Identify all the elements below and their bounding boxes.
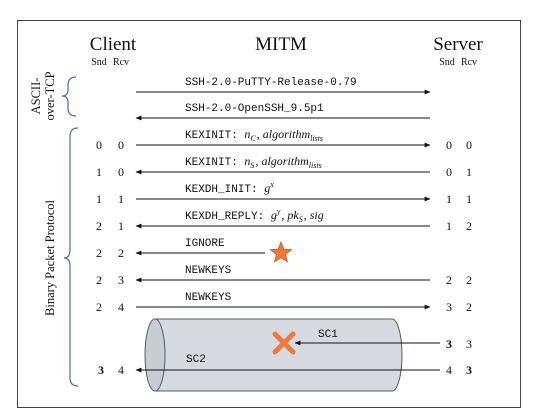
sc2-server-rcv: 3 xyxy=(466,363,472,377)
server-snd-counter-3: 0 xyxy=(446,138,452,152)
client-rcv-counter-8: 3 xyxy=(118,273,124,287)
client-snd-counter-3: 0 xyxy=(96,138,102,152)
injected-message-star-icon xyxy=(269,240,293,263)
dropped-message-cross-icon xyxy=(272,331,296,355)
sc1-server-rcv: 3 xyxy=(466,337,472,351)
client-rcv-counter-3: 0 xyxy=(118,138,124,152)
client-snd-counter-7: 2 xyxy=(96,246,102,260)
message-label-9: NEWKEYS xyxy=(185,292,232,304)
ascii-phase-label-1: ASCII- xyxy=(29,78,43,115)
server-snd-counter-6: 1 xyxy=(446,219,452,233)
sc1-server-snd: 3 xyxy=(446,337,452,351)
client-rcv-counter-5: 1 xyxy=(118,192,124,206)
diagram-frame xyxy=(17,20,521,408)
channel-right-cap xyxy=(391,318,403,392)
server-snd-counter-5: 1 xyxy=(446,192,452,206)
server-snd-counter-8: 2 xyxy=(446,273,452,287)
message-label-5: KEXDH_INIT: gx xyxy=(185,180,275,196)
server-snd-counter-4: 0 xyxy=(446,165,452,179)
client-snd-counter-5: 1 xyxy=(96,192,102,206)
secure-channel: SC1 SC2 xyxy=(135,318,440,392)
mitm-header: MITM xyxy=(255,34,307,55)
sc2-server-snd: 4 xyxy=(446,363,452,377)
ascii-phase-bracket xyxy=(61,76,77,117)
server-rcv-counter-4: 1 xyxy=(466,165,472,179)
client-rcv-label: Rcv xyxy=(113,57,129,68)
message-label-2: SSH-2.0-OpenSSH_9.5p1 xyxy=(185,103,324,115)
client-rcv-counter-9: 4 xyxy=(118,300,124,314)
message-label-8: NEWKEYS xyxy=(185,265,232,277)
channel-left-cap xyxy=(144,318,166,392)
sc2-label: SC2 xyxy=(186,354,206,366)
server-rcv-counter-9: 2 xyxy=(466,300,472,314)
server-rcv-counter-6: 2 xyxy=(466,219,472,233)
channel-body xyxy=(155,319,402,391)
message-rows: SSH-2.0-PuTTY-Release-0.79SSH-2.0-OpenSS… xyxy=(96,77,472,314)
client-rcv-counter-7: 2 xyxy=(118,246,124,260)
server-header: Server xyxy=(433,34,483,55)
client-snd-counter-6: 2 xyxy=(96,219,102,233)
bpp-phase-bracket xyxy=(63,127,79,387)
client-snd-counter-9: 2 xyxy=(96,300,102,314)
server-snd-label: Snd xyxy=(439,57,455,68)
server-rcv-counter-5: 1 xyxy=(466,192,472,206)
server-rcv-counter-3: 0 xyxy=(466,138,472,152)
message-label-6: KEXDH_REPLY: gy , pkS , sig xyxy=(185,207,324,224)
server-rcv-counter-8: 2 xyxy=(466,273,472,287)
sc1-label: SC1 xyxy=(318,329,338,341)
sc2-client-rcv: 4 xyxy=(118,363,124,377)
server-snd-counter-9: 3 xyxy=(446,300,452,314)
client-snd-counter-4: 1 xyxy=(96,165,102,179)
client-snd-label: Snd xyxy=(91,57,107,68)
ascii-phase-label-2: over-TCP xyxy=(43,71,57,120)
message-label-3: KEXINIT: nC , algorithmlists xyxy=(185,127,324,143)
message-label-4: KEXINIT: nS , algorithmlists xyxy=(185,154,323,170)
server-rcv-label: Rcv xyxy=(461,57,477,68)
client-snd-counter-8: 2 xyxy=(96,273,102,287)
message-label-1: SSH-2.0-PuTTY-Release-0.79 xyxy=(185,77,357,89)
sc2-client-snd: 3 xyxy=(98,363,104,377)
bpp-phase-label: Binary Packet Protocol xyxy=(43,200,57,316)
client-rcv-counter-4: 0 xyxy=(118,165,124,179)
client-rcv-counter-6: 1 xyxy=(118,219,124,233)
client-header: Client xyxy=(90,34,137,55)
message-label-7: IGNORE xyxy=(185,238,225,250)
